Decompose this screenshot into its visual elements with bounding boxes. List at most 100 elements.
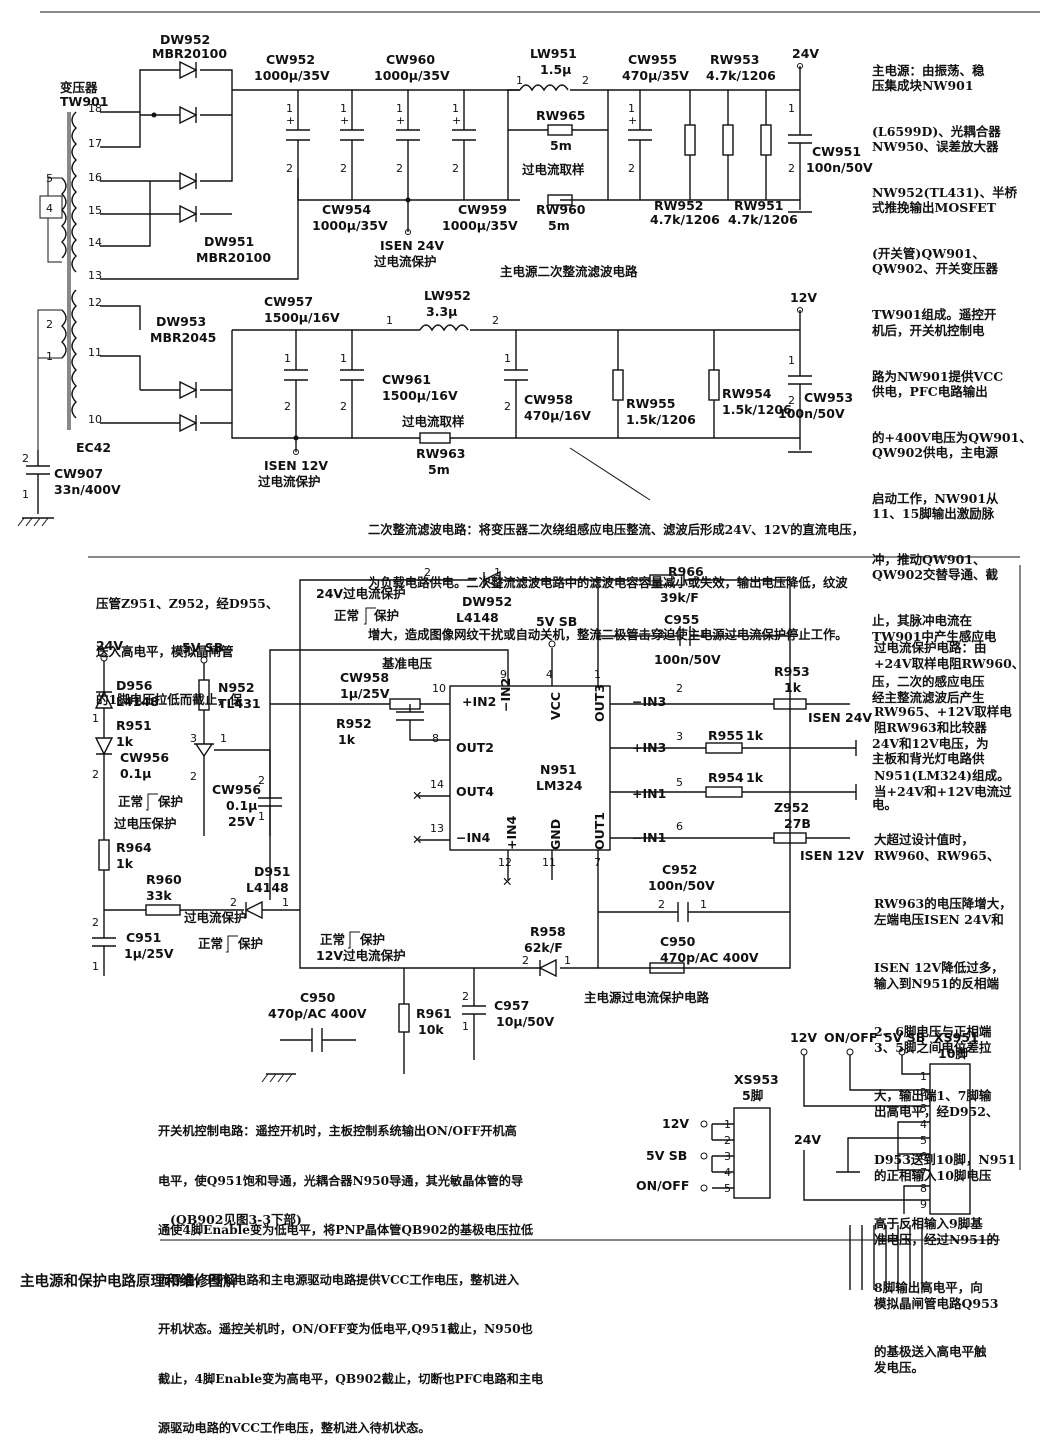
svg-text:12V: 12V bbox=[790, 290, 817, 305]
svg-text:ISEN 12V: ISEN 12V bbox=[800, 848, 864, 863]
svg-text:4.7k/1206: 4.7k/1206 bbox=[706, 68, 776, 83]
svg-text:1: 1 bbox=[516, 74, 523, 87]
svg-text:TW901: TW901 bbox=[60, 94, 108, 109]
svg-text:12V: 12V bbox=[790, 1030, 817, 1045]
svg-text:3: 3 bbox=[190, 732, 197, 745]
svg-text:62k/F: 62k/F bbox=[524, 940, 563, 955]
svg-text:2: 2 bbox=[492, 314, 499, 327]
svg-text:2: 2 bbox=[788, 162, 795, 175]
svg-text:5m: 5m bbox=[548, 218, 570, 233]
svg-text:10: 10 bbox=[88, 413, 102, 426]
svg-text:2: 2 bbox=[628, 162, 635, 175]
svg-text:33k: 33k bbox=[146, 888, 172, 903]
svg-text:4: 4 bbox=[920, 1118, 927, 1131]
svg-text:过电压保护: 过电压保护 bbox=[114, 816, 177, 831]
svg-text:5: 5 bbox=[920, 1134, 927, 1147]
svg-text:1: 1 bbox=[700, 898, 707, 911]
svg-text:过电流取样: 过电流取样 bbox=[402, 414, 465, 429]
svg-text:1: 1 bbox=[564, 954, 571, 967]
svg-text:R955: R955 bbox=[708, 728, 744, 743]
svg-text:4.7k/1206: 4.7k/1206 bbox=[728, 212, 798, 227]
svg-text:1: 1 bbox=[284, 352, 291, 365]
svg-text:3: 3 bbox=[920, 1102, 927, 1115]
svg-text:R966: R966 bbox=[668, 564, 704, 579]
svg-text:+: + bbox=[628, 114, 637, 127]
svg-text:RW960: RW960 bbox=[536, 202, 586, 217]
svg-text:3.3μ: 3.3μ bbox=[426, 304, 457, 319]
section-title-ocp: 主电源过电流保护电路 bbox=[584, 990, 710, 1005]
svg-text:15: 15 bbox=[88, 204, 102, 217]
svg-text:D951: D951 bbox=[254, 864, 290, 879]
svg-text:2: 2 bbox=[788, 394, 795, 407]
svg-text:27B: 27B bbox=[784, 816, 811, 831]
svg-text:2: 2 bbox=[504, 400, 511, 413]
svg-text:过电流保护: 过电流保护 bbox=[258, 474, 321, 489]
svg-text:1k: 1k bbox=[746, 770, 764, 785]
svg-text:正常: 正常 bbox=[198, 936, 223, 951]
svg-text:−IN4: −IN4 bbox=[456, 830, 491, 845]
schematic-canvas: 变压器 TW901 18 17 16 15 14 13 12 11 10 5 4… bbox=[17, 11, 1040, 1290]
qb902-note: (QB902见图3-3下部) bbox=[170, 1212, 302, 1227]
svg-text:1: 1 bbox=[92, 960, 99, 973]
svg-text:OUT2: OUT2 bbox=[456, 740, 494, 755]
svg-text:LM324: LM324 bbox=[536, 778, 583, 793]
svg-text:ON/OFF: ON/OFF bbox=[636, 1178, 689, 1193]
svg-text:1μ/25V: 1μ/25V bbox=[340, 686, 390, 701]
svg-text:2: 2 bbox=[676, 682, 683, 695]
svg-text:过电流保护: 过电流保护 bbox=[184, 910, 247, 925]
svg-text:Z952: Z952 bbox=[774, 800, 809, 815]
svg-text:CW954: CW954 bbox=[322, 202, 371, 217]
svg-text:2: 2 bbox=[258, 774, 265, 787]
page-caption: 主电源和保护电路原理和维修图解 bbox=[20, 1273, 238, 1290]
svg-text:R958: R958 bbox=[530, 924, 566, 939]
svg-text:保护: 保护 bbox=[359, 932, 385, 947]
svg-text:基准电压: 基准电压 bbox=[381, 656, 433, 671]
resistors-12v: RW955 1.5k/1206 RW954 1.5k/1206 bbox=[612, 330, 792, 438]
svg-text:✕: ✕ bbox=[412, 832, 422, 847]
svg-text:14: 14 bbox=[430, 778, 444, 791]
svg-text:R951: R951 bbox=[116, 718, 152, 733]
svg-text:过电流保护: 过电流保护 bbox=[374, 254, 437, 269]
svg-text:1: 1 bbox=[22, 488, 29, 501]
svg-text:24V: 24V bbox=[792, 46, 819, 61]
svg-text:1: 1 bbox=[788, 354, 795, 367]
svg-text:1: 1 bbox=[340, 102, 347, 115]
svg-text:100n/50V: 100n/50V bbox=[654, 652, 721, 667]
connector-xs951: XS951 10脚 1 2 3 4 5 6 7 8 9 12V ON/OFF 5… bbox=[790, 1030, 979, 1290]
svg-text:6: 6 bbox=[920, 1150, 927, 1163]
svg-text:N951: N951 bbox=[540, 762, 577, 777]
svg-text:33n/400V: 33n/400V bbox=[54, 482, 121, 497]
svg-text:正常: 正常 bbox=[334, 608, 359, 623]
svg-text:C951: C951 bbox=[126, 930, 161, 945]
svg-text:5V SB: 5V SB bbox=[536, 614, 577, 629]
svg-text:MBR20100: MBR20100 bbox=[152, 46, 227, 61]
svg-text:1μ/25V: 1μ/25V bbox=[124, 946, 174, 961]
svg-text:C957: C957 bbox=[494, 998, 529, 1013]
svg-text:7: 7 bbox=[920, 1166, 927, 1179]
svg-text:+IN2: +IN2 bbox=[462, 694, 496, 709]
svg-text:12V过电流保护: 12V过电流保护 bbox=[316, 948, 406, 963]
svg-text:100n/50V: 100n/50V bbox=[648, 878, 715, 893]
svg-text:2: 2 bbox=[92, 916, 99, 929]
svg-text:−IN3: −IN3 bbox=[632, 694, 666, 709]
svg-text:2: 2 bbox=[340, 400, 347, 413]
svg-text:保护: 保护 bbox=[237, 936, 263, 951]
svg-text:5m: 5m bbox=[550, 138, 572, 153]
svg-text:8: 8 bbox=[432, 732, 439, 745]
svg-text:10: 10 bbox=[432, 682, 446, 695]
svg-text:12: 12 bbox=[498, 856, 512, 869]
svg-text:+: + bbox=[396, 114, 405, 127]
svg-text:5V SB: 5V SB bbox=[646, 1148, 687, 1163]
svg-text:C952: C952 bbox=[662, 862, 697, 877]
svg-text:2: 2 bbox=[284, 400, 291, 413]
svg-text:C950: C950 bbox=[660, 934, 696, 949]
svg-text:10脚: 10脚 bbox=[938, 1046, 968, 1061]
svg-text:CW955: CW955 bbox=[628, 52, 677, 67]
svg-text:24V: 24V bbox=[794, 1132, 821, 1147]
svg-text:+IN4: +IN4 bbox=[504, 815, 519, 850]
svg-text:XS953: XS953 bbox=[734, 1072, 779, 1087]
svg-text:过电流取样: 过电流取样 bbox=[522, 162, 585, 177]
svg-text:5: 5 bbox=[676, 776, 683, 789]
svg-text:10k: 10k bbox=[418, 1022, 444, 1037]
svg-text:1k: 1k bbox=[338, 732, 356, 747]
